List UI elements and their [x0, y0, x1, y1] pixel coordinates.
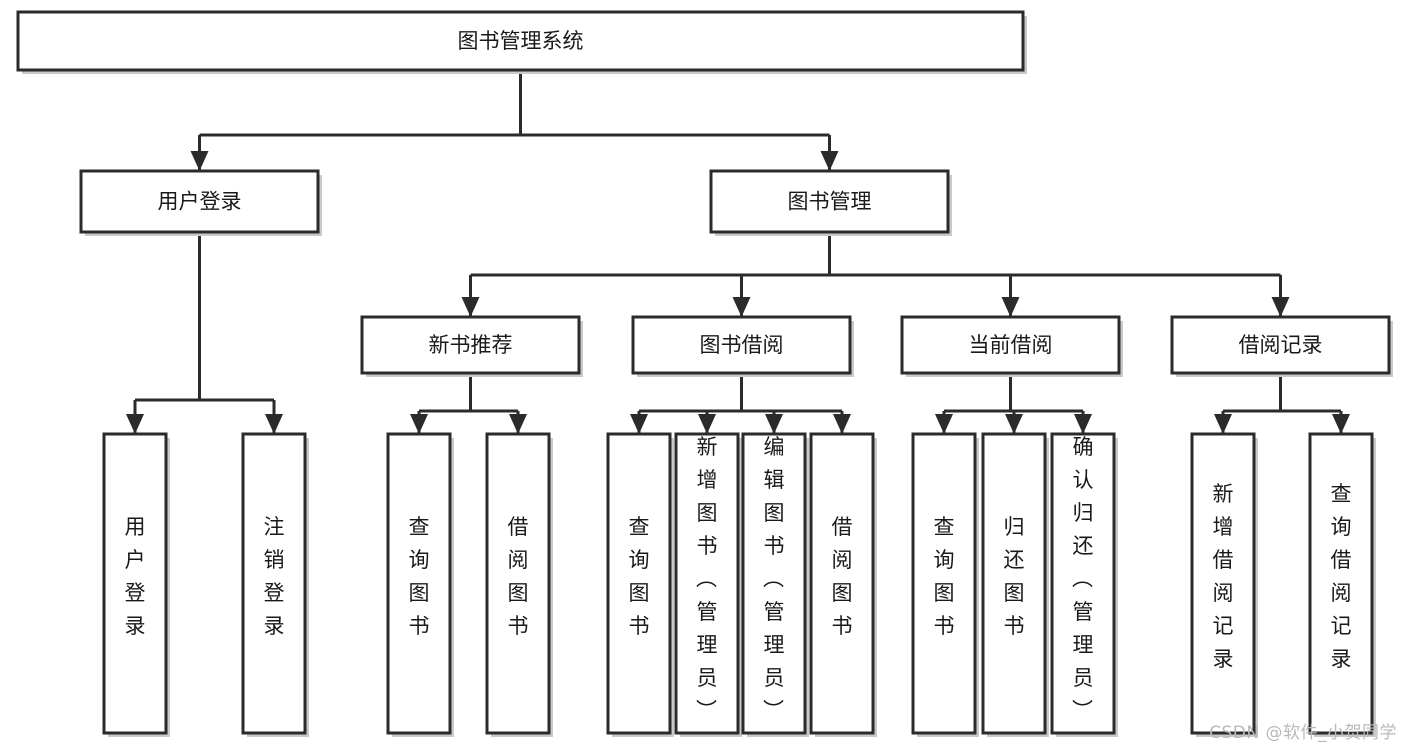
node-label: 图书管理: [788, 190, 872, 214]
connector-group-new-book-recommend: [410, 373, 527, 434]
node-leaf-borrow-book-2[interactable]: 借阅图书: [809, 432, 877, 737]
arrow-head: [765, 414, 783, 434]
arrow-head: [126, 414, 144, 434]
node-box[interactable]: [485, 432, 551, 735]
node-label: 借阅记录: [1239, 333, 1323, 357]
node-box[interactable]: [911, 432, 977, 735]
node-box[interactable]: [900, 315, 1121, 375]
node-user-login[interactable]: 用户登录: [79, 169, 322, 236]
arrow-head: [698, 414, 716, 434]
node-layer: 图书管理系统用户登录图书管理新书推荐图书借阅当前借阅借阅记录用户登录注销登录查询…: [16, 10, 1393, 737]
node-current-borrow[interactable]: 当前借阅: [900, 315, 1123, 377]
node-box[interactable]: [631, 315, 852, 375]
node-box[interactable]: [386, 432, 452, 735]
node-label: 借阅图书: [832, 515, 853, 638]
arrow-head: [461, 297, 480, 317]
node-box[interactable]: [79, 169, 320, 234]
node-leaf-query-record[interactable]: 查询借阅记录: [1308, 432, 1376, 737]
node-label: 图书借阅: [700, 333, 784, 357]
node-box[interactable]: [674, 432, 740, 735]
node-borrow-record[interactable]: 借阅记录: [1170, 315, 1393, 377]
arrow-head: [190, 151, 209, 171]
arrow-head: [265, 414, 283, 434]
arrow-head: [509, 414, 527, 434]
connector-layer: [126, 70, 1350, 434]
node-label: 用户登录: [158, 190, 242, 214]
node-leaf-edit-book[interactable]: 编辑图书（管理员）: [741, 432, 809, 737]
arrow-head: [1214, 414, 1232, 434]
arrow-head: [1005, 414, 1023, 434]
arrow-head: [820, 151, 839, 171]
node-leaf-confirm-return[interactable]: 确认归还（管理员）: [1050, 432, 1118, 737]
connector-group-root: [190, 70, 839, 171]
connector-group-book-borrow: [630, 373, 851, 434]
node-book-manage[interactable]: 图书管理: [709, 169, 952, 236]
node-leaf-user-logout[interactable]: 注销登录: [241, 432, 309, 737]
connector-group-user-login: [126, 232, 283, 434]
node-label: 新书推荐: [429, 333, 513, 357]
arrow-head: [1332, 414, 1350, 434]
arrow-head: [935, 414, 953, 434]
node-leaf-user-login[interactable]: 用户登录: [102, 432, 170, 737]
node-box[interactable]: [360, 315, 581, 375]
node-label: 借阅图书: [508, 515, 529, 638]
arrow-head: [410, 414, 428, 434]
node-leaf-borrow-book-1[interactable]: 借阅图书: [485, 432, 553, 737]
node-new-book-recommend[interactable]: 新书推荐: [360, 315, 583, 377]
arrow-head: [1074, 414, 1092, 434]
node-box[interactable]: [981, 432, 1047, 735]
node-label: 新增借阅记录: [1213, 482, 1234, 671]
node-leaf-add-book[interactable]: 新增图书（管理员）: [674, 432, 742, 737]
node-leaf-query-book-3[interactable]: 查询图书: [911, 432, 979, 737]
node-label: 注销登录: [264, 515, 285, 638]
node-label: 确认归还（管理员）: [1072, 435, 1094, 723]
node-box[interactable]: [1190, 432, 1256, 735]
arrow-head: [732, 297, 751, 317]
node-label: 查询借阅记录: [1331, 482, 1352, 671]
node-book-borrow[interactable]: 图书借阅: [631, 315, 854, 377]
node-box[interactable]: [741, 432, 807, 735]
node-leaf-add-record[interactable]: 新增借阅记录: [1190, 432, 1258, 737]
arrow-head: [1271, 297, 1290, 317]
connector-group-borrow-record: [1214, 373, 1350, 434]
node-box[interactable]: [606, 432, 672, 735]
node-root[interactable]: 图书管理系统: [16, 10, 1027, 74]
node-label: 图书管理系统: [458, 29, 584, 53]
node-box[interactable]: [1308, 432, 1374, 735]
node-leaf-query-book-1[interactable]: 查询图书: [386, 432, 454, 737]
csdn-watermark: CSDN @软件_小贺同学: [1209, 723, 1397, 743]
node-box[interactable]: [16, 10, 1025, 72]
node-label: 新增图书（管理员）: [696, 435, 718, 723]
connector-group-current-borrow: [935, 373, 1092, 434]
arrow-head: [1001, 297, 1020, 317]
node-label: 用户登录: [125, 515, 146, 638]
connector-group-book-manage: [461, 232, 1290, 317]
node-box[interactable]: [241, 432, 307, 735]
node-box[interactable]: [1170, 315, 1391, 375]
node-box[interactable]: [102, 432, 168, 735]
node-box[interactable]: [809, 432, 875, 735]
arrow-head: [833, 414, 851, 434]
node-label: 当前借阅: [969, 333, 1053, 357]
node-label: 查询图书: [934, 515, 955, 638]
node-label: 归还图书: [1004, 515, 1025, 638]
node-label: 编辑图书（管理员）: [763, 435, 785, 723]
node-box[interactable]: [1050, 432, 1116, 735]
node-label: 查询图书: [409, 515, 430, 638]
node-box[interactable]: [709, 169, 950, 234]
arrow-head: [630, 414, 648, 434]
node-leaf-return-book[interactable]: 归还图书: [981, 432, 1049, 737]
node-label: 查询图书: [629, 515, 650, 638]
node-leaf-query-book-2[interactable]: 查询图书: [606, 432, 674, 737]
